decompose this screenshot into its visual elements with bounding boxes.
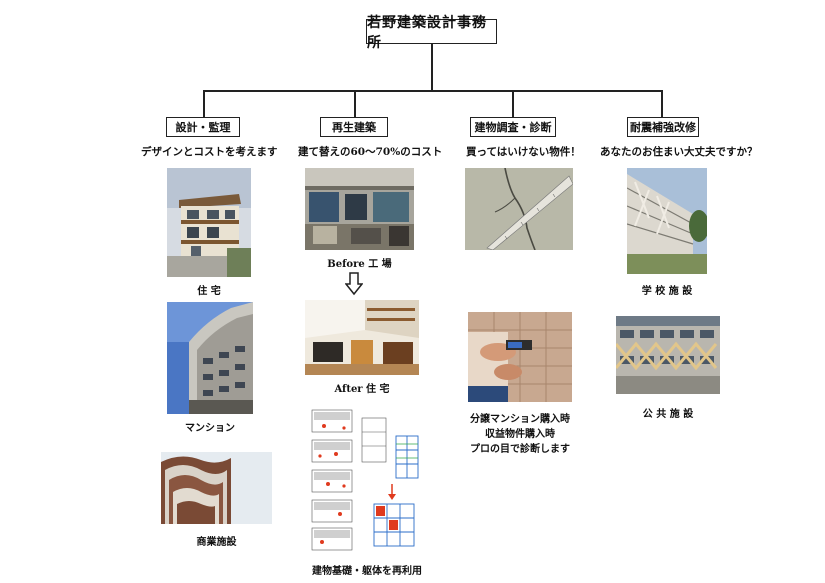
tagline-renovation: 建て替えの60～70%のコスト — [298, 146, 443, 158]
caption-house: 住 宅 — [197, 286, 221, 297]
structure-diagram — [304, 404, 430, 554]
tagline-seismic: あなたのお住まい大丈夫ですか？ — [600, 146, 758, 158]
connector-horizontal — [203, 90, 662, 92]
tagline-inspection: 買ってはいけない物件！ — [466, 146, 581, 158]
category-seismic-box: 耐震補強改修 — [627, 117, 699, 137]
note-investment-purchase: 収益物件購入時 — [485, 429, 555, 440]
caption-after: After 住 宅 — [334, 384, 390, 395]
category-design-box: 設計・監理 — [166, 117, 240, 137]
caption-commercial: 商業施設 — [196, 537, 237, 548]
public-facility-photo — [616, 316, 720, 394]
note-condo-purchase: 分譲マンション購入時 — [470, 414, 570, 425]
company-title: 若野建築設計事務所 — [367, 14, 487, 51]
school-photo — [627, 168, 707, 274]
company-title-box: 若野建築設計事務所 — [366, 15, 497, 51]
category-inspection-box: 建物調査・診断 — [470, 117, 556, 137]
category-inspection-label: 建物調査・診断 — [474, 121, 552, 134]
caption-before: Before 工 場 — [327, 259, 392, 270]
connector-cat-3 — [512, 90, 514, 117]
connector-cat-4 — [661, 90, 663, 117]
category-renovation-label: 再生建築 — [332, 121, 376, 134]
caption-public-facility: 公 共 施 設 — [642, 409, 694, 420]
inspection-tool-photo — [468, 312, 572, 402]
tagline-design: デザインとコストを考えます — [141, 146, 278, 158]
crack-inspection-photo — [465, 168, 573, 250]
caption-school: 学 校 施 設 — [641, 286, 693, 297]
category-seismic-label: 耐震補強改修 — [630, 121, 696, 134]
connector-root-down — [431, 44, 433, 91]
note-professional-diagnosis: プロの目で診断します — [470, 444, 570, 455]
caption-mansion: マンション — [185, 423, 235, 434]
before-factory-photo — [305, 168, 414, 250]
mansion-photo — [167, 302, 253, 414]
house-photo — [167, 168, 251, 277]
caption-structure-reuse: 建物基礎・躯体を再利用 — [312, 566, 422, 577]
after-house-photo — [305, 300, 419, 375]
connector-cat-2 — [354, 90, 356, 117]
commercial-photo — [161, 452, 272, 524]
connector-cat-1 — [203, 90, 205, 117]
category-design-label: 設計・監理 — [175, 121, 231, 134]
arrow-down-icon — [345, 272, 363, 296]
category-renovation-box: 再生建築 — [320, 117, 388, 137]
